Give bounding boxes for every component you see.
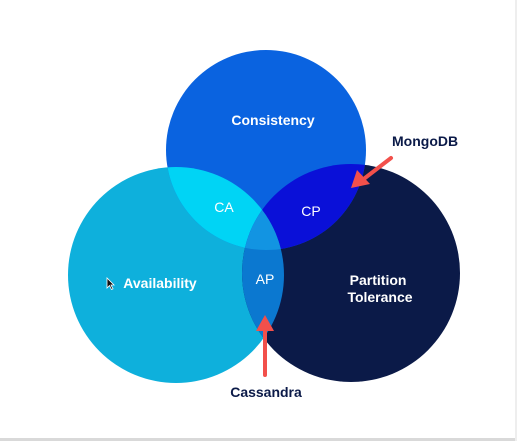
partition-tolerance-line2: Tolerance: [347, 289, 412, 305]
cp-label: CP: [301, 203, 320, 219]
partition-tolerance-label: Partition Tolerance: [347, 272, 412, 305]
mongodb-arrow: [351, 156, 393, 188]
mongodb-label: MongoDB: [392, 133, 458, 149]
cassandra-label: Cassandra: [230, 384, 302, 400]
mouse-pointer-icon: [106, 277, 115, 290]
ca-intersection: [166, 167, 284, 250]
consistency-label: Consistency: [231, 112, 314, 128]
ap-label: AP: [256, 271, 275, 287]
partition-tolerance-line1: Partition: [350, 272, 407, 288]
bottom-edge-divider: [0, 438, 517, 441]
ca-label: CA: [214, 199, 234, 215]
right-edge-divider: [515, 0, 517, 441]
cp-intersection: [242, 164, 366, 250]
availability-label: Availability: [123, 275, 197, 291]
cassandra-arrow: [256, 315, 274, 377]
